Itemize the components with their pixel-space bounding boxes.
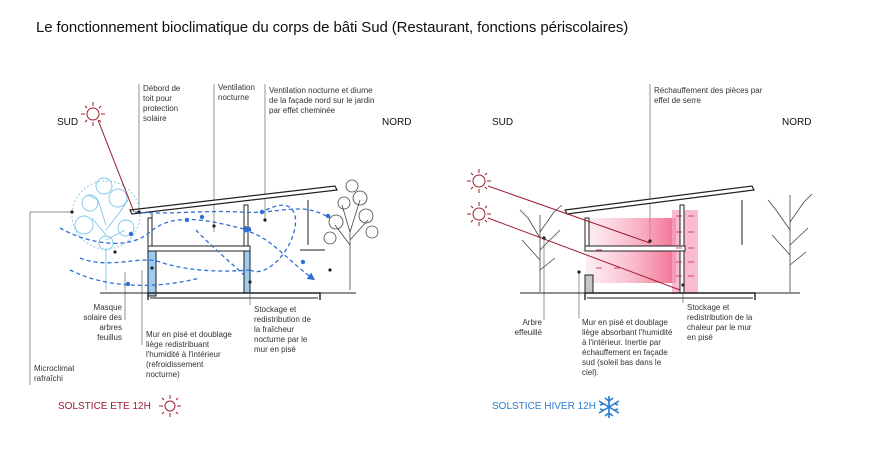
winter-sun-rays (487, 185, 681, 291)
label-stockage-ete: Stockage et redistribution de la fraîche… (254, 305, 311, 354)
summer-sun-ray (97, 119, 135, 213)
winter-tree-icon (519, 204, 563, 292)
winter-building (520, 185, 800, 300)
label-mur-hiver: Mur en pisé et doublage liège absorbant … (582, 318, 673, 377)
label-rechauffement: Réchauffement des pièces par effet de se… (654, 86, 763, 105)
winter-nord-label: NORD (782, 117, 812, 128)
label-mur-ete: Mur en pisé et doublage liège redistribu… (146, 330, 232, 379)
winter-heat-wall (672, 210, 698, 294)
page-title: Le fonctionnement bioclimatique du corps… (36, 19, 629, 36)
label-masque: Masque solaire des arbres feuillus (83, 303, 122, 342)
label-debord: Débord de toit pour protection solaire (143, 84, 181, 123)
winter-solstice-label: SOLSTICE HIVER 12H (492, 401, 596, 412)
summer-sud-label: SUD (57, 117, 79, 128)
label-microclimat: Microclimat rafraîchi (34, 364, 75, 383)
summer-solstice-label: SOLSTICE ETE 12H (58, 401, 151, 412)
label-arbre: Arbre effeuillé (514, 318, 542, 337)
winter-north-tree-icon (767, 193, 813, 292)
winter-sud-label: SUD (492, 117, 514, 128)
summer-nord-label: NORD (382, 117, 412, 128)
summer-legend-sun-icon (159, 395, 181, 417)
winter-sun-icon-2 (467, 202, 491, 226)
summer-flow-nodes (125, 209, 331, 287)
summer-tree-icon (71, 177, 141, 290)
winter-sun-icon-1 (467, 169, 491, 193)
label-ventilation: Ventilation nocturne (218, 83, 255, 102)
summer-north-tree-icon (323, 179, 379, 290)
summer-sun-icon (81, 102, 105, 126)
winter-legend-snowflake-icon (598, 396, 620, 418)
label-ventilation-nord: Ventilation nocturne et diurne de la faç… (269, 86, 375, 115)
summer-leader-dots (70, 210, 332, 284)
summer-building (100, 185, 356, 300)
winter-leader-dots (542, 236, 685, 287)
summer-air-flows (59, 204, 331, 286)
winter-heat-arrows (596, 215, 694, 277)
label-stockage-hiver: Stockage et redistribution de la chaleur… (687, 303, 753, 342)
